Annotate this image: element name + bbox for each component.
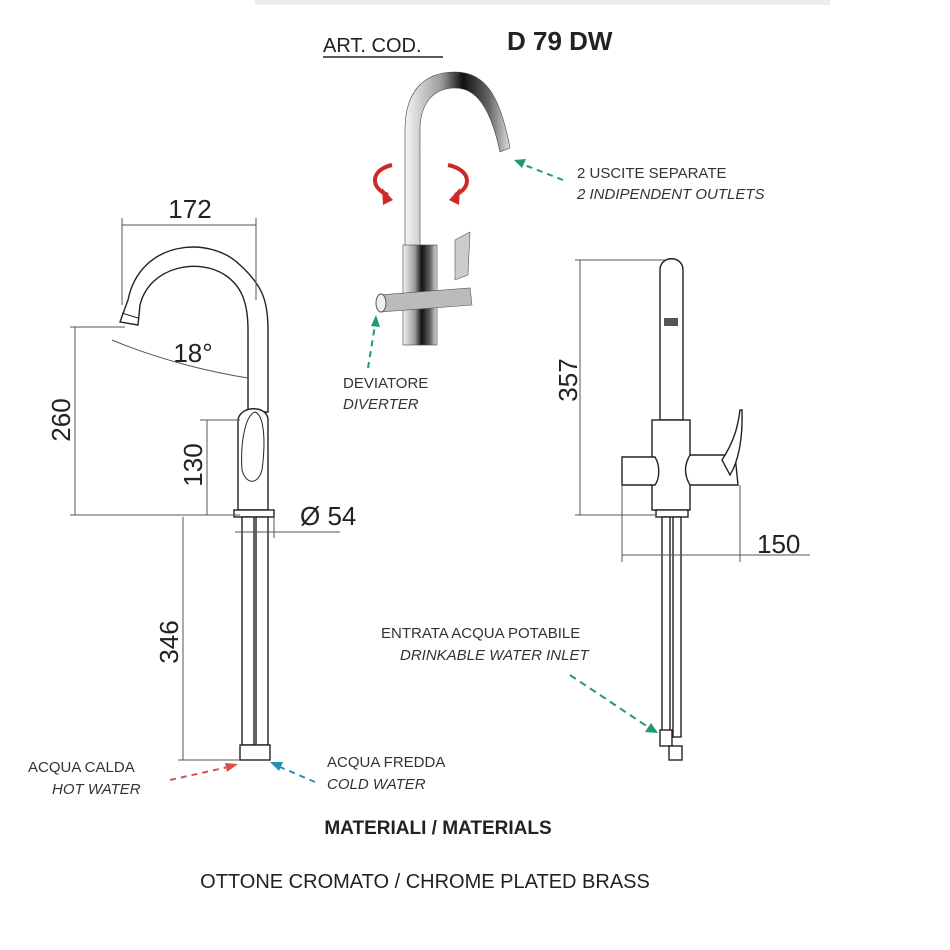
front-view-faucet: [621, 258, 743, 761]
diverter-label-it: DEVIATORE: [343, 375, 428, 392]
inlet-arrow-icon: [569, 674, 658, 733]
outlets-label-it: 2 USCITE SEPARATE: [577, 165, 726, 182]
art-cod-label: ART. COD.: [323, 35, 422, 57]
cold-water-label-it: ACQUA FREDDA: [327, 754, 445, 771]
rotate-left-icon: [373, 163, 393, 205]
inlet-label-it: ENTRATA ACQUA POTABILE: [381, 625, 580, 642]
outlets-arrow-icon: [514, 159, 564, 181]
cold-water-label-en: COLD WATER: [327, 776, 426, 793]
dim-130: 130: [178, 443, 208, 486]
dim-172: 172: [168, 194, 211, 224]
dim-260: 260: [46, 398, 76, 441]
front-view-dimensions: [575, 259, 810, 562]
outlets-label-en: 2 INDIPENDENT OUTLETS: [576, 186, 765, 203]
top-strip: [255, 0, 830, 5]
hot-water-arrow-icon: [169, 763, 238, 781]
materials-heading: MATERIALI / MATERIALS: [324, 818, 551, 839]
diverter-arrow-icon: [367, 315, 380, 369]
diverter-label-en: DIVERTER: [343, 396, 419, 413]
dim-diameter: Ø 54: [300, 501, 356, 531]
side-view-faucet: [119, 246, 275, 761]
dim-150: 150: [757, 529, 800, 559]
dim-angle: 18°: [173, 338, 212, 368]
inlet-label-en: DRINKABLE WATER INLET: [400, 647, 590, 664]
cold-water-arrow-icon: [270, 762, 316, 783]
article-code: D 79 DW: [507, 26, 613, 56]
hot-water-label-en: HOT WATER: [52, 781, 141, 798]
rotate-right-icon: [447, 163, 469, 205]
dim-357: 357: [553, 358, 583, 401]
hot-water-label-it: ACQUA CALDA: [28, 759, 135, 776]
side-view-dimensions: [70, 218, 340, 761]
dim-346: 346: [154, 620, 184, 663]
faucet-photo: [375, 71, 511, 346]
materials-value: OTTONE CROMATO / CHROME PLATED BRASS: [200, 871, 650, 893]
